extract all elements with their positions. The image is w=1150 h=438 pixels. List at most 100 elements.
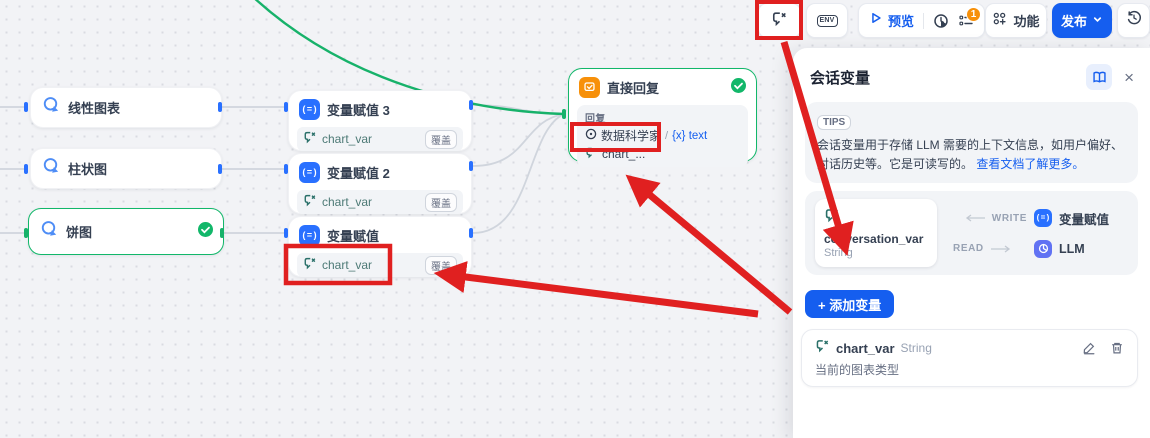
env-icon: ENV xyxy=(816,14,838,27)
preview-label: 预览 xyxy=(888,14,915,29)
node-handle[interactable] xyxy=(562,109,566,119)
add-variable-button[interactable]: + 添加变量 xyxy=(805,290,895,319)
conversation-variable-icon xyxy=(303,193,317,212)
write-label: WRITE xyxy=(991,212,1027,224)
node-handle[interactable] xyxy=(284,164,288,174)
node-title: 饼图 xyxy=(66,225,93,240)
source-variable: {x} text xyxy=(672,129,708,142)
node-handle[interactable] xyxy=(218,164,222,174)
conversation-variable-icon xyxy=(824,209,840,227)
checklist-button[interactable]: 1 xyxy=(958,6,982,29)
chat-bubble-icon xyxy=(41,95,61,120)
source-node-name: 数据科学家 xyxy=(601,129,662,143)
edit-variable-button[interactable] xyxy=(1082,341,1096,355)
node-handle[interactable] xyxy=(284,228,288,238)
docs-button[interactable] xyxy=(1086,64,1113,90)
conversation-variables-panel: 会话变量 × TIPS 会话变量用于存储 LLM 需要的上下文信息，如用户偏好、… xyxy=(793,48,1150,438)
conversation-variable-icon xyxy=(771,10,788,32)
node-pie-chart[interactable]: 饼图 xyxy=(28,208,224,255)
node-handle[interactable] xyxy=(469,161,473,171)
write-row: WRITE (=) 变量赋值 xyxy=(953,209,1109,228)
variable-assigner-icon: (=) xyxy=(1034,209,1052,228)
pencil-icon xyxy=(1083,342,1095,355)
convar-ref-name: chart_... xyxy=(602,147,646,161)
play-icon xyxy=(869,11,883,30)
panel-header: 会话变量 × xyxy=(793,48,1150,100)
variable-name: chart_var xyxy=(322,195,373,209)
chat-bubble-icon xyxy=(41,156,61,181)
variable-assigner-icon: (=) xyxy=(299,162,320,183)
node-variable-assigner-2[interactable]: (=) 变量赋值 2 chart_var 覆盖 xyxy=(288,153,472,214)
node-title: 直接回复 xyxy=(607,81,660,96)
node-handle[interactable] xyxy=(469,100,473,110)
answer-body: 回复 数据科学家 / {x} text chart_... xyxy=(577,105,748,167)
node-handle[interactable] xyxy=(24,102,28,112)
tips-text: 会话变量用于存储 LLM 需要的上下文信息，如用户偏好、对话历史等。它是可读写的… xyxy=(817,138,1124,171)
panel-title: 会话变量 xyxy=(810,69,871,87)
trash-icon xyxy=(1112,343,1122,354)
variable-assigner-icon: (=) xyxy=(299,99,320,120)
read-label: READ xyxy=(953,243,984,255)
variable-list-item[interactable]: chart_var String 当前的图表类型 xyxy=(801,329,1138,388)
variable-type: String xyxy=(900,341,932,356)
node-handle[interactable] xyxy=(218,102,222,112)
overwrite-badge: 覆盖 xyxy=(425,255,457,275)
variable-assigner-icon: (=) xyxy=(299,225,320,246)
variable-description: 当前的图表类型 xyxy=(815,363,900,378)
node-title: 变量赋值 2 xyxy=(327,166,390,181)
features-label: 功能 xyxy=(1013,14,1040,29)
checklist-count-badge: 1 xyxy=(966,6,982,22)
conversation-variable-icon xyxy=(585,146,598,162)
node-bar-chart[interactable]: 柱状图 xyxy=(30,148,222,189)
docs-link[interactable]: 查看文档了解更多。 xyxy=(976,156,1085,171)
read-target: LLM xyxy=(1059,241,1085,256)
chevron-down-icon xyxy=(1092,12,1103,30)
publish-label: 发布 xyxy=(1060,14,1087,29)
features-button[interactable]: 功能 xyxy=(985,3,1047,38)
delete-variable-button[interactable] xyxy=(1110,341,1124,355)
run-time-icon[interactable] xyxy=(933,13,949,29)
answer-source-ref: 数据科学家 / {x} text xyxy=(585,127,740,144)
run-toolbar-group: 预览 1 xyxy=(858,3,986,38)
close-icon[interactable]: × xyxy=(1124,67,1134,87)
assigned-variable-row[interactable]: chart_var 覆盖 xyxy=(297,253,463,277)
node-title: 线性图表 xyxy=(68,101,121,116)
diagram-var-type: String xyxy=(824,247,853,260)
chat-bubble-icon xyxy=(39,219,59,244)
answer-convar-ref: chart_... xyxy=(585,146,740,162)
conversation-variable-icon xyxy=(303,256,317,275)
node-variable-assigner-3[interactable]: (=) 变量赋值 3 chart_var 覆盖 xyxy=(288,90,472,151)
success-check-icon xyxy=(731,77,746,98)
node-title: 柱状图 xyxy=(68,162,108,177)
node-line-chart[interactable]: 线性图表 xyxy=(30,87,222,128)
toolbar-divider xyxy=(923,12,925,29)
assigned-variable-row[interactable]: chart_var 覆盖 xyxy=(297,127,463,151)
node-handle[interactable] xyxy=(24,228,28,238)
answer-node-icon xyxy=(579,77,600,98)
preview-button[interactable]: 预览 xyxy=(869,11,914,30)
assigned-variable-row[interactable]: chart_var 覆盖 xyxy=(297,190,463,214)
source-node-icon xyxy=(585,128,597,143)
node-title: 变量赋值 xyxy=(327,229,380,244)
variable-usage-diagram: conversation_var String WRITE (=) 变量赋值 R… xyxy=(805,191,1138,276)
node-handle[interactable] xyxy=(284,102,288,112)
success-check-icon xyxy=(198,221,213,242)
conversation-variables-button[interactable] xyxy=(758,3,801,38)
diagram-var-name: conversation_var xyxy=(824,232,924,247)
conversation-variable-icon xyxy=(303,130,317,149)
publish-button[interactable]: 发布 xyxy=(1052,3,1112,38)
variable-name: chart_var xyxy=(322,132,373,146)
variable-name: chart_var xyxy=(836,340,895,356)
node-handle[interactable] xyxy=(469,228,473,238)
tips-box: TIPS 会话变量用于存储 LLM 需要的上下文信息，如用户偏好、对话历史等。它… xyxy=(805,102,1138,184)
overwrite-badge: 覆盖 xyxy=(425,129,457,149)
node-variable-assigner-1[interactable]: (=) 变量赋值 chart_var 覆盖 xyxy=(288,216,472,277)
version-history-button[interactable] xyxy=(1117,3,1150,38)
node-direct-answer[interactable]: 直接回复 回复 数据科学家 / {x} text chart_... xyxy=(568,68,757,167)
open-book-icon xyxy=(1092,71,1106,83)
node-handle[interactable] xyxy=(220,228,224,238)
node-handle[interactable] xyxy=(24,164,28,174)
node-title: 变量赋值 3 xyxy=(327,103,390,118)
env-variables-button[interactable]: ENV xyxy=(806,3,848,38)
